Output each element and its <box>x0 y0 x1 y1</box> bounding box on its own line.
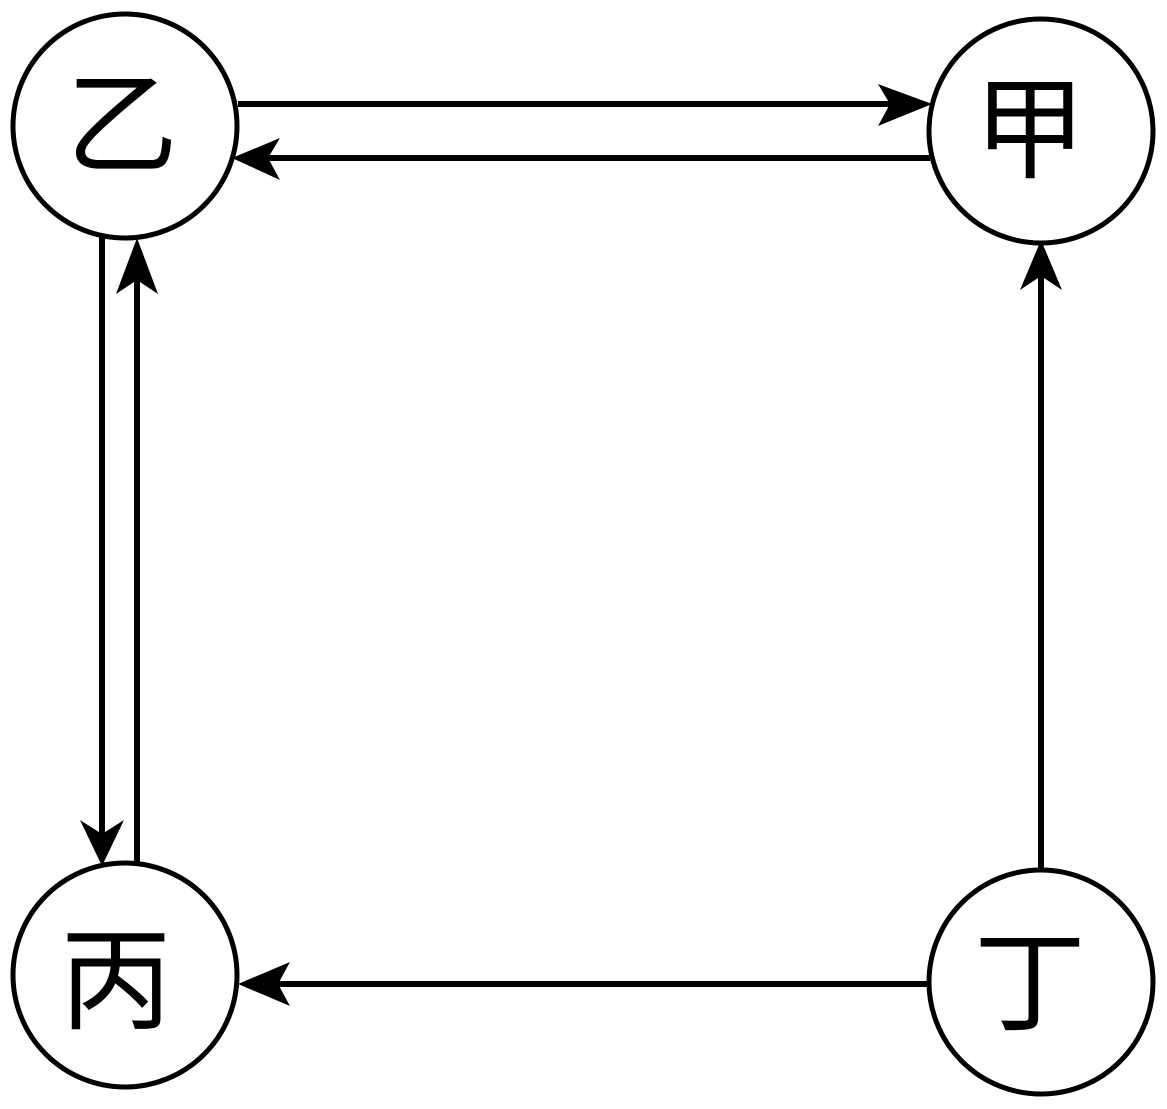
node-ding: 丁 <box>926 867 1156 1097</box>
edges <box>80 84 1062 1006</box>
arrowhead-right-icon <box>878 84 932 126</box>
edge-yi-to-jia <box>238 84 932 126</box>
arrowhead-up-icon <box>1020 240 1062 290</box>
node-yi-circle <box>10 11 240 241</box>
edge-ding-to-jia <box>1020 240 1062 870</box>
edge-jia-to-yi <box>232 138 930 180</box>
node-ding-label: 丁 <box>974 919 1086 1049</box>
node-jia-label: 甲 <box>974 66 1086 196</box>
node-bing-circle <box>10 860 240 1090</box>
node-bing: 丙 <box>10 860 240 1090</box>
node-jia: 甲 <box>926 16 1156 246</box>
node-ding-circle <box>926 867 1156 1097</box>
edge-ding-to-bing <box>238 962 928 1006</box>
arrowhead-up-icon <box>116 238 158 294</box>
edge-bing-to-yi <box>116 238 158 862</box>
arrowhead-left-icon <box>232 138 280 180</box>
node-jia-circle <box>926 16 1156 246</box>
edge-yi-to-bing <box>80 236 124 866</box>
node-bing-label: 丙 <box>60 917 172 1047</box>
node-yi-label: 乙 <box>66 61 178 191</box>
node-yi: 乙 <box>10 11 240 241</box>
arrowhead-down-icon <box>80 820 124 866</box>
arrowhead-left-icon <box>238 962 290 1006</box>
